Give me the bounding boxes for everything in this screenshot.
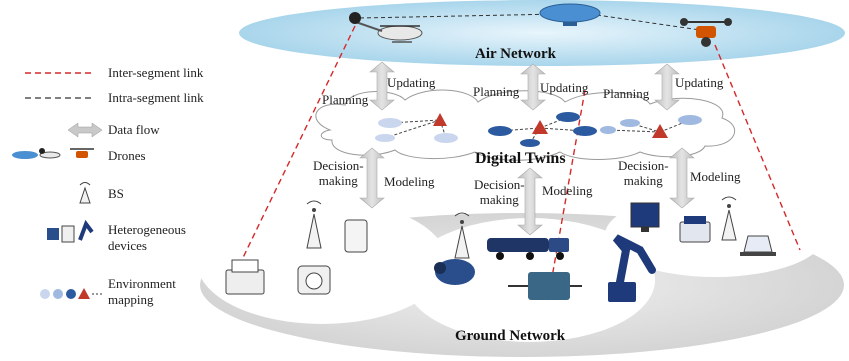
- legend-graphics: [12, 72, 103, 299]
- motor-device-icon: [434, 259, 475, 285]
- air-network-label: Air Network: [475, 46, 556, 62]
- legend-devices-icon: [47, 219, 94, 243]
- legend-data-flow-label: Data flow: [108, 122, 160, 137]
- pump-device-icon: [508, 272, 582, 300]
- airship-drone-icon: [539, 3, 601, 26]
- legend-heterogeneous-label: Heterogeneous devices: [108, 222, 186, 253]
- bs-tower-left-icon: [306, 200, 322, 249]
- flow-left-modeling: Modeling: [384, 174, 435, 189]
- legend-bs-label: BS: [108, 186, 124, 201]
- flow-right-updating: Updating: [675, 75, 724, 90]
- twin-left-graph: [375, 113, 458, 143]
- legend-drones-icon: [12, 148, 94, 159]
- flow-right-decision: Decision- making: [618, 158, 669, 188]
- digital-twin-cloud: [315, 89, 735, 161]
- flow-right-planning: Planning: [603, 86, 650, 101]
- helicopter-drone-icon: [349, 12, 423, 43]
- air-network-plane: [239, 0, 845, 66]
- fax-device-icon: [679, 216, 711, 243]
- printer-device-icon: [225, 259, 265, 295]
- legend-mapping-icon: [40, 288, 102, 299]
- air-twin-arrows: [369, 61, 680, 111]
- flow-mid-decision: Decision- making: [474, 177, 525, 207]
- legend-environment-label: Environment mapping: [108, 276, 176, 307]
- flow-mid-modeling: Modeling: [542, 183, 593, 198]
- monitor-device-icon: [630, 202, 660, 232]
- flow-left-planning: Planning: [322, 92, 369, 107]
- inter-segment-links: [237, 25, 801, 301]
- bs-tower-right-icon: [721, 196, 737, 241]
- flow-left-decision: Decision- making: [313, 158, 364, 188]
- laptop-device-icon: [740, 235, 776, 256]
- tablet-device-icon: [344, 219, 368, 253]
- flow-right-modeling: Modeling: [690, 169, 741, 184]
- flow-left-updating: Updating: [387, 75, 436, 90]
- twin-ground-arrows: [359, 147, 695, 236]
- digital-twins-label: Digital Twins: [475, 150, 566, 167]
- truck-device-icon: [487, 238, 569, 260]
- bs-tower-middle-icon: [454, 212, 470, 259]
- robot-arm-device-icon: [608, 234, 656, 302]
- legend-inter-segment-label: Inter-segment link: [108, 65, 204, 80]
- twin-middle-graph: [488, 112, 597, 147]
- legend-drones-label: Drones: [108, 148, 146, 163]
- flow-mid-planning: Planning: [473, 84, 520, 99]
- quadcopter-drone-icon: [680, 18, 732, 47]
- ground-network-label: Ground Network: [455, 328, 566, 344]
- intra-segment-links: [359, 13, 701, 31]
- legend-bs-icon: [79, 182, 91, 204]
- flow-mid-updating: Updating: [540, 80, 589, 95]
- legend-intra-segment-label: Intra-segment link: [108, 90, 204, 105]
- data-flow-arrow-icon: [67, 122, 103, 138]
- twin-right-graph: [600, 115, 702, 138]
- camera-device-icon: [297, 265, 331, 295]
